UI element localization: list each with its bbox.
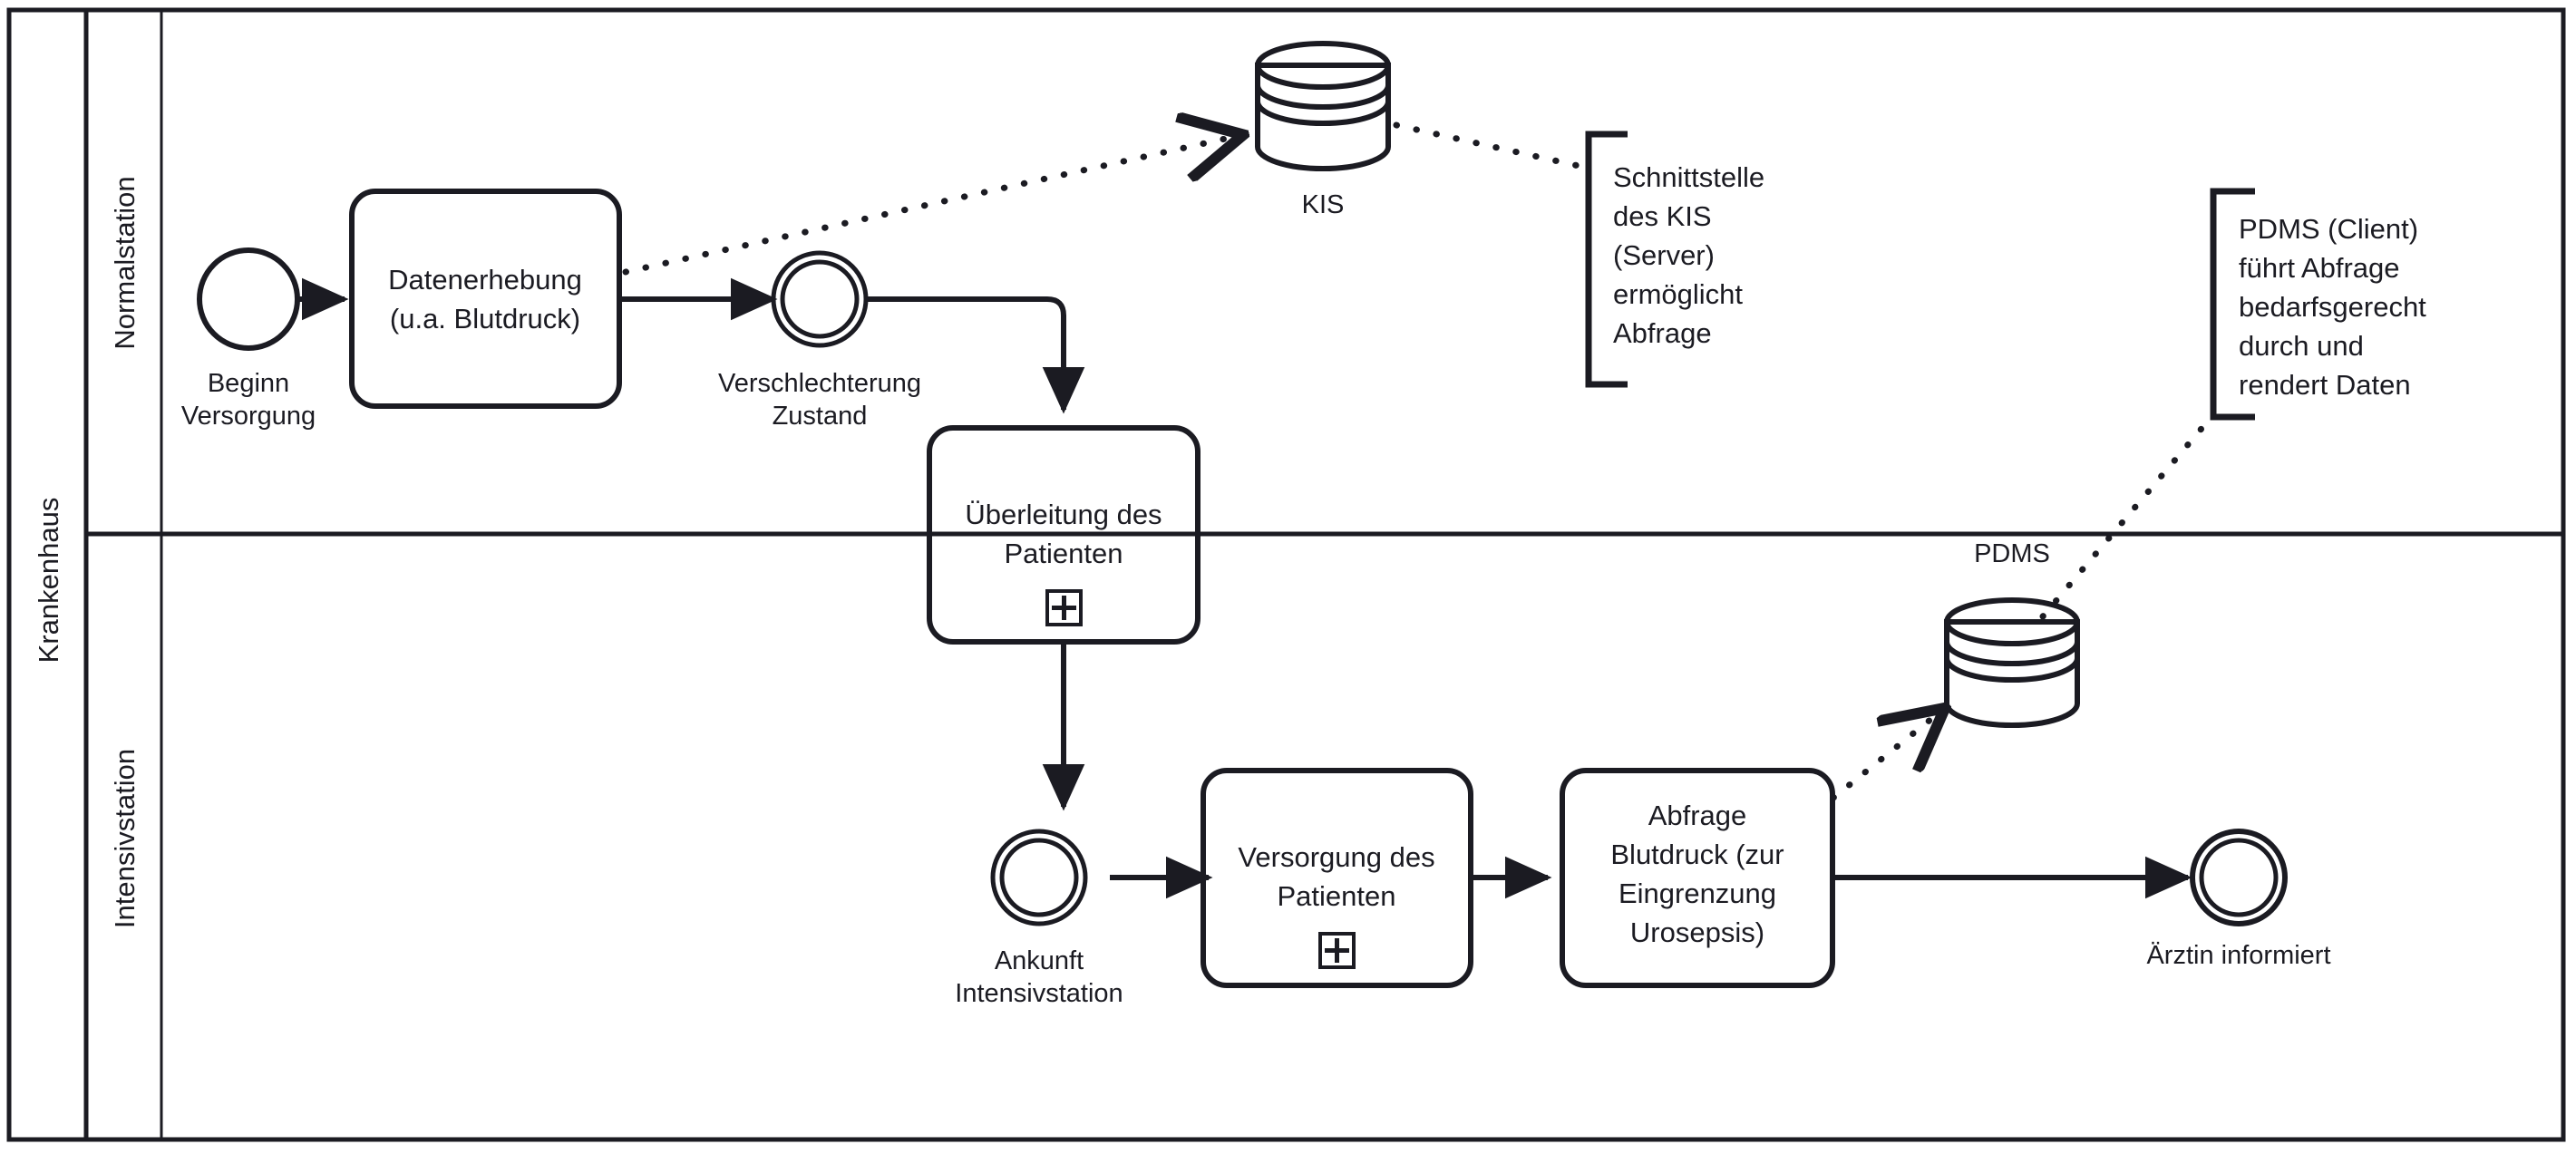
- collapsed-subprocess-plus-icon: [1318, 932, 1356, 969]
- task-datenerhebung-label-line1: Datenerhebung: [388, 264, 582, 296]
- annotation-pdms-line-4: durch und: [2239, 330, 2364, 362]
- datastore-pdms-top: [1944, 597, 2080, 646]
- collapsed-subprocess-plus-icon: [1045, 589, 1083, 626]
- subprocess-ueberleitung[interactable]: Überleitung des Patienten: [927, 425, 1201, 645]
- end-event-label: Ärztin informiert: [2146, 941, 2330, 970]
- annotation-pdms: PDMS (Client) führt Abfrage bedarfsgerec…: [2210, 188, 2426, 421]
- associations: [622, 121, 2209, 801]
- datastore-kis-body[interactable]: [1255, 63, 1391, 171]
- task-abfrage-label-line4: Urosepsis): [1630, 916, 1764, 948]
- assoc-kis-to-annotation: [1393, 121, 1590, 171]
- assoc-pdms-to-annotation: [2039, 421, 2209, 620]
- subprocess-versorgung-label-line1: Versorgung des: [1238, 841, 1434, 873]
- intermediate-event-ankunft-inner-circle: [999, 838, 1079, 917]
- datastore-kis-label: KIS: [1302, 190, 1345, 219]
- subprocess-ueberleitung-box[interactable]: [927, 425, 1201, 645]
- task-abfrage-blutdruck-box[interactable]: [1560, 768, 1835, 988]
- intermediate-event-ankunft-label-line1: Ankunft: [995, 946, 1084, 975]
- annotation-kis-line-4: ermöglicht: [1613, 278, 1743, 310]
- datastore-kis-ring-2: [1255, 101, 1391, 126]
- flow-verschlechterung-to-ueberleitung: [866, 296, 1085, 414]
- annotation-pdms-line-3: bedarfsgerecht: [2239, 291, 2426, 323]
- datastore-kis[interactable]: KIS: [1255, 41, 1391, 219]
- start-event-label-line1: Beginn: [208, 369, 289, 398]
- lane-normalstation: Normalstation: [109, 176, 141, 349]
- end-event-inner-circle: [2199, 838, 2279, 917]
- pool-label: Krankenhaus: [33, 498, 64, 664]
- lane-intensivstation: Intensivstation: [109, 749, 141, 928]
- subprocess-ueberleitung-label-line1: Überleitung des: [965, 499, 1162, 530]
- datastore-pdms-ring-1: [1944, 641, 2080, 666]
- annotation-kis-bracket: [1585, 131, 1628, 388]
- start-event-circle[interactable]: [197, 247, 300, 351]
- end-event-outer-circle[interactable]: [2190, 829, 2288, 926]
- datastore-pdms-label: PDMS: [1974, 539, 2050, 568]
- datastore-pdms-ring-2: [1944, 657, 2080, 683]
- lane-label-intensivstation: Intensivstation: [109, 749, 141, 928]
- annotation-pdms-line-5: rendert Daten: [2239, 369, 2411, 401]
- assoc-datenerhebung-to-kis: [622, 136, 1238, 276]
- lane-divider-group: [86, 10, 2563, 1139]
- sequence-flows: [298, 277, 2192, 899]
- subprocess-versorgung-label-line2: Patienten: [1278, 880, 1396, 912]
- datastore-pdms[interactable]: PDMS: [1944, 539, 2080, 728]
- lane-label-normalstation: Normalstation: [109, 176, 141, 349]
- task-abfrage-blutdruck[interactable]: Abfrage Blutdruck (zur Eingrenzung Urose…: [1560, 768, 1835, 988]
- intermediate-event-verschlechterung-label-line1: Verschlechterung: [718, 369, 921, 398]
- datastore-kis-top: [1255, 41, 1391, 90]
- annotation-pdms-line-2: führt Abfrage: [2239, 252, 2400, 284]
- annotation-pdms-bracket: [2210, 188, 2255, 421]
- intermediate-event-verschlechterung[interactable]: Verschlechterung Zustand: [718, 250, 921, 431]
- pool-outer-border: [6, 7, 2566, 1142]
- start-event-label-line2: Versorgung: [181, 402, 316, 431]
- subprocess-versorgung-box[interactable]: [1201, 768, 1473, 988]
- annotation-kis-line-2: des KIS: [1613, 200, 1712, 232]
- datastore-pdms-body[interactable]: [1944, 619, 2080, 728]
- annotation-kis-line-3: (Server): [1613, 239, 1715, 271]
- task-abfrage-label-line3: Eingrenzung: [1619, 878, 1776, 909]
- start-event-beginn-versorgung[interactable]: Beginn Versorgung: [181, 247, 316, 431]
- annotation-pdms-line-1: PDMS (Client): [2239, 213, 2418, 245]
- task-datenerhebung-label-line2: (u.a. Blutdruck): [390, 303, 580, 335]
- pool-krankenhaus: Krankenhaus: [6, 7, 2566, 1142]
- intermediate-event-ankunft-outer-circle[interactable]: [990, 829, 1088, 926]
- end-event-aerztin-informiert[interactable]: Ärztin informiert: [2146, 829, 2331, 970]
- annotation-kis: Schnittstelle des KIS (Server) ermöglich…: [1585, 131, 1764, 388]
- intermediate-event-outer-circle[interactable]: [771, 250, 869, 348]
- intermediate-event-verschlechterung-label-line2: Zustand: [773, 402, 868, 431]
- task-datenerhebung[interactable]: Datenerhebung (u.a. Blutdruck): [349, 189, 622, 409]
- intermediate-event-ankunft-label-line2: Intensivstation: [955, 979, 1123, 1008]
- task-abfrage-label-line2: Blutdruck (zur: [1610, 839, 1784, 870]
- datastore-kis-ring-1: [1255, 84, 1391, 110]
- task-datenerhebung-box[interactable]: [349, 189, 622, 409]
- subprocess-ueberleitung-label-line2: Patienten: [1005, 538, 1123, 569]
- intermediate-event-ankunft[interactable]: Ankunft Intensivstation: [955, 829, 1123, 1008]
- assoc-abfrage-to-pdms: [1830, 712, 1940, 801]
- intermediate-event-inner-circle: [780, 259, 860, 339]
- annotation-kis-line-5: Abfrage: [1613, 317, 1712, 349]
- subprocess-versorgung[interactable]: Versorgung des Patienten: [1201, 768, 1473, 988]
- task-abfrage-label-line1: Abfrage: [1648, 800, 1747, 831]
- annotation-kis-line-1: Schnittstelle: [1613, 161, 1764, 193]
